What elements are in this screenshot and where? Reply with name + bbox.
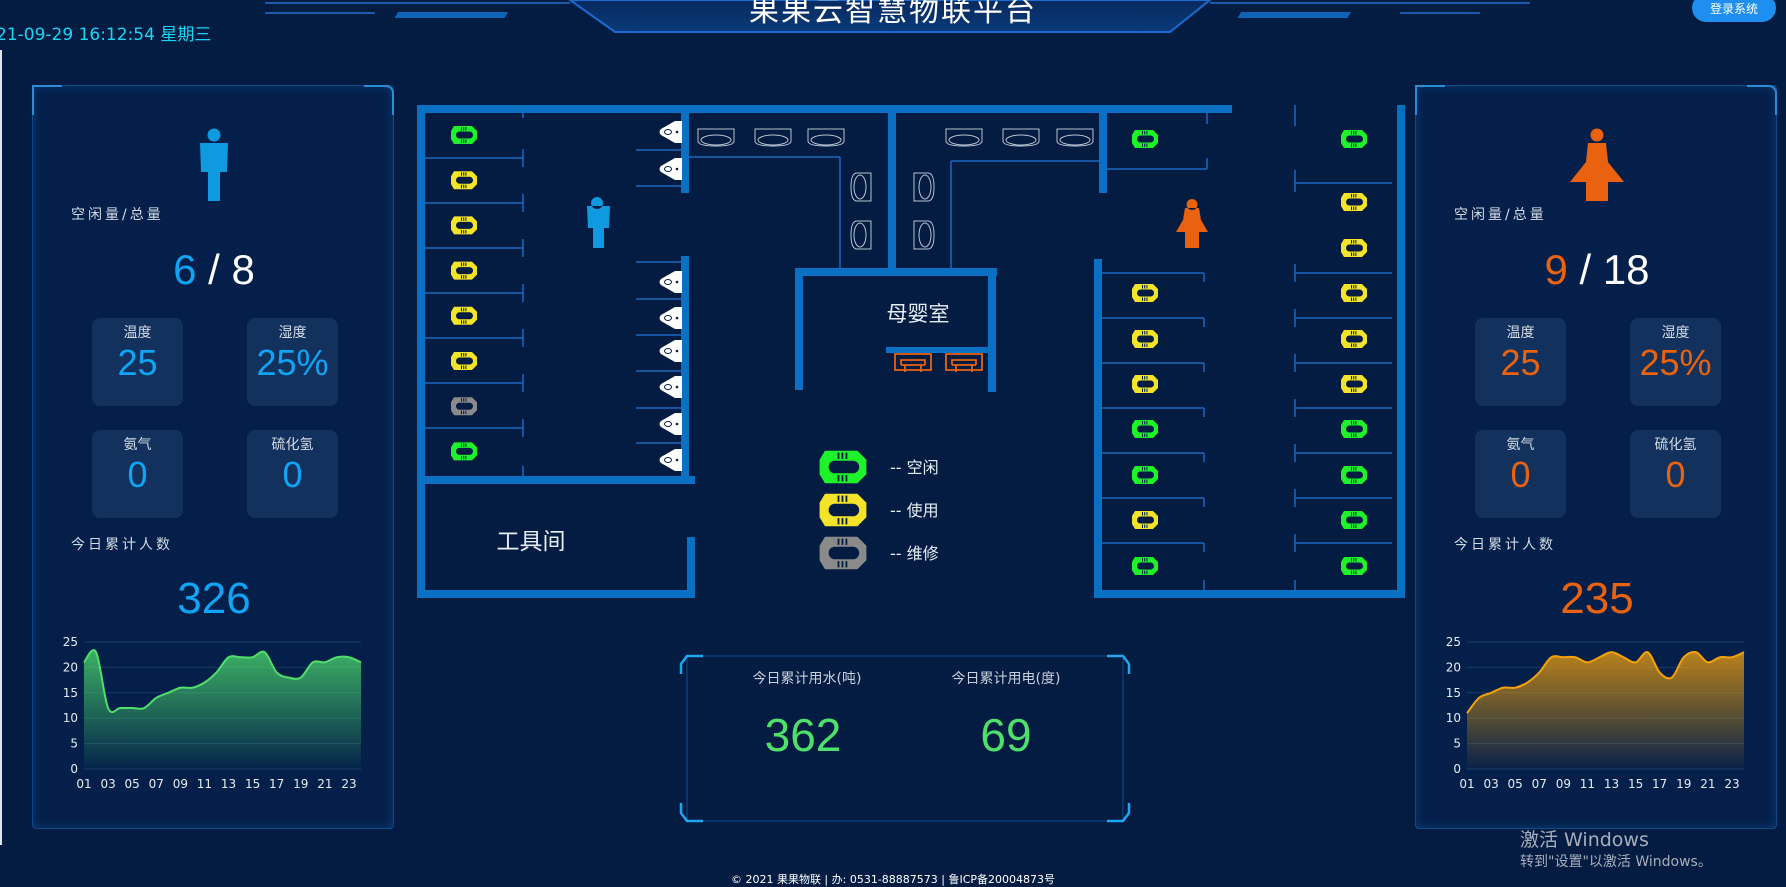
sink-icon [914,173,934,201]
wall [417,105,425,598]
urinal-icon [660,158,683,180]
wall [1397,105,1405,598]
stall-free-icon[interactable] [1132,557,1158,575]
wall [1094,259,1102,598]
tool-room-label: 工具间 [497,529,566,555]
urinal-icon [660,340,683,362]
sink-icon [914,221,934,249]
urinal-icon [660,307,683,329]
sink-icon [1003,129,1039,146]
stall-used-icon[interactable] [1341,193,1367,211]
legend-free-icon[interactable] [820,451,867,483]
changing-table-icon [946,354,982,372]
wall [417,476,695,484]
stall-repair-icon[interactable] [451,397,477,415]
stall-free-icon[interactable] [1341,557,1367,575]
urinal-icon [660,413,683,435]
sink-icon [1057,129,1093,146]
stall-free-icon[interactable] [451,442,477,460]
wall [681,256,689,484]
legend-used-icon[interactable] [820,494,867,526]
stall-free-icon[interactable] [1132,466,1158,484]
stall-used-icon[interactable] [451,262,477,280]
footer: © 2021 果果物联 | 办: 0531-88887573 | 鲁ICP备20… [0,871,1786,887]
changing-table-icon [895,354,931,372]
stall-used-icon[interactable] [1341,239,1367,257]
stall-used-icon[interactable] [1341,284,1367,302]
legend-repair-label: -- 维修 [890,544,939,563]
stall-free-icon[interactable] [1341,511,1367,529]
stall-used-icon[interactable] [1341,375,1367,393]
stall-free-icon[interactable] [1132,130,1158,148]
legend-repair-icon[interactable] [820,537,867,569]
wall [1094,590,1405,598]
wall [417,105,1232,113]
stall-free-icon[interactable] [1341,420,1367,438]
wall [417,590,695,598]
sink-icon [946,129,982,146]
wall [886,347,992,353]
stall-free-icon[interactable] [1341,466,1367,484]
windows-watermark-hint: 转到"设置"以激活 Windows。 [1520,851,1712,871]
power-value: 69 [906,708,1106,762]
stall-free-icon[interactable] [1132,420,1158,438]
urinal-icon [660,376,683,398]
stall-used-icon[interactable] [1341,330,1367,348]
wall [888,105,896,270]
urinal-icon [660,121,683,143]
stall-used-icon[interactable] [451,307,477,325]
urinal-icon [660,271,683,293]
wall [681,105,689,193]
baby-room-label: 母婴室 [887,302,950,326]
wall [687,537,695,598]
stall-used-icon[interactable] [451,216,477,234]
wall [1099,105,1107,193]
water-value: 362 [703,708,903,762]
stall-used-icon[interactable] [1132,511,1158,529]
stall-used-icon[interactable] [451,171,477,189]
usage-panel: 今日累计用水(吨) 今日累计用电(度) 362 69 [679,648,1131,829]
stall-free-icon[interactable] [451,126,477,144]
stall-used-icon[interactable] [451,352,477,370]
water-label: 今日累计用水(吨) [707,668,907,688]
legend-used-label: -- 使用 [890,501,939,520]
stall-used-icon[interactable] [1132,284,1158,302]
wall [795,268,997,276]
stall-used-icon[interactable] [1132,375,1158,393]
urinal-icon [660,449,683,471]
stall-used-icon[interactable] [1132,330,1158,348]
sink-icon [698,129,734,146]
sink-icon [851,221,871,249]
female-area-icon [1176,199,1208,248]
wall [988,268,996,392]
power-label: 今日累计用电(度) [906,668,1106,688]
legend-free-label: -- 空闲 [890,458,939,477]
stall-free-icon[interactable] [1341,130,1367,148]
sink-icon [851,173,871,201]
sink-icon [755,129,791,146]
windows-watermark-title: 激活 Windows [1520,825,1649,852]
wall [795,268,803,390]
male-area-icon [587,197,610,248]
sink-icon [808,129,844,146]
